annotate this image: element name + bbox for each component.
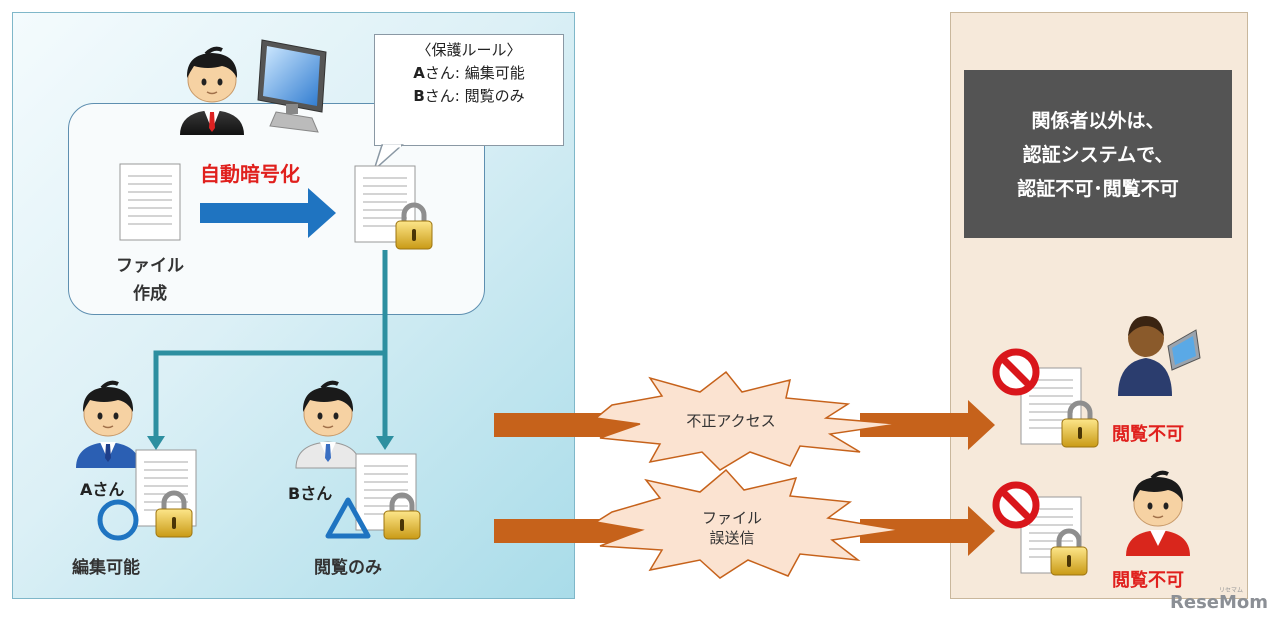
original-file-icon <box>119 163 181 241</box>
distribution-lines <box>153 250 388 440</box>
notice-box: 関係者以外は、 認証システムで、 認証不可･閲覧不可 <box>964 70 1232 238</box>
creator-person-icon <box>180 46 244 135</box>
auto-encrypt-label: 自動暗号化 <box>200 162 300 186</box>
logo-small-text: リセマム <box>1219 587 1244 594</box>
user-b-permission: 閲覧のみ <box>314 558 382 578</box>
result-label-1: 閲覧不可 <box>1112 424 1184 445</box>
notice-line-1: 関係者以外は、 <box>1031 110 1165 132</box>
callout-rule-b: Bさん: 閲覧のみ <box>413 87 525 105</box>
user-b-person-icon <box>295 380 361 469</box>
triangle-symbol <box>325 497 371 539</box>
recipient-person-icon <box>1126 470 1190 556</box>
file-create-label: ファイル 作成 <box>104 252 196 308</box>
callout-rule-a: Aさん: 編集可能 <box>413 64 525 82</box>
threat-label-2-line-2: 誤送信 <box>709 529 755 547</box>
threat-label-2-line-1: ファイル <box>701 509 762 527</box>
user-a-name: Aさん <box>80 480 125 499</box>
file-create-line-2: 作成 <box>133 284 167 304</box>
computer-monitor-icon <box>257 39 327 133</box>
burst-shape-2 <box>593 468 901 579</box>
circle-symbol <box>97 499 139 541</box>
user-a-person-icon <box>76 380 140 468</box>
file-create-line-1: ファイル <box>116 256 184 276</box>
callout-title: 〈保護ルール〉 <box>416 41 522 59</box>
user-a-permission: 編集可能 <box>72 558 140 578</box>
protection-rule-callout: 〈保護ルール〉 Aさん: 編集可能 Bさん: 閲覧のみ <box>374 34 564 146</box>
threat-label-1: 不正アクセス <box>686 412 776 430</box>
prohibited-icon-1 <box>992 348 1040 396</box>
burst-shape-1 <box>594 370 899 471</box>
result-label-2: 閲覧不可 <box>1112 570 1184 591</box>
resemom-logo: ReseMom <box>1170 592 1269 613</box>
hacker-person-icon <box>1118 316 1201 396</box>
threat-label-2: ファイル 誤送信 <box>672 508 792 548</box>
misdelivery-flow <box>494 468 995 579</box>
user-b-name: Bさん <box>288 484 333 503</box>
unauthorized-access-flow <box>494 370 995 471</box>
notice-line-3: 認証不可･閲覧不可 <box>1017 178 1179 200</box>
notice-line-2: 認証システムで、 <box>1022 144 1174 166</box>
encrypt-arrow <box>200 188 336 238</box>
prohibited-icon-2 <box>992 481 1040 529</box>
